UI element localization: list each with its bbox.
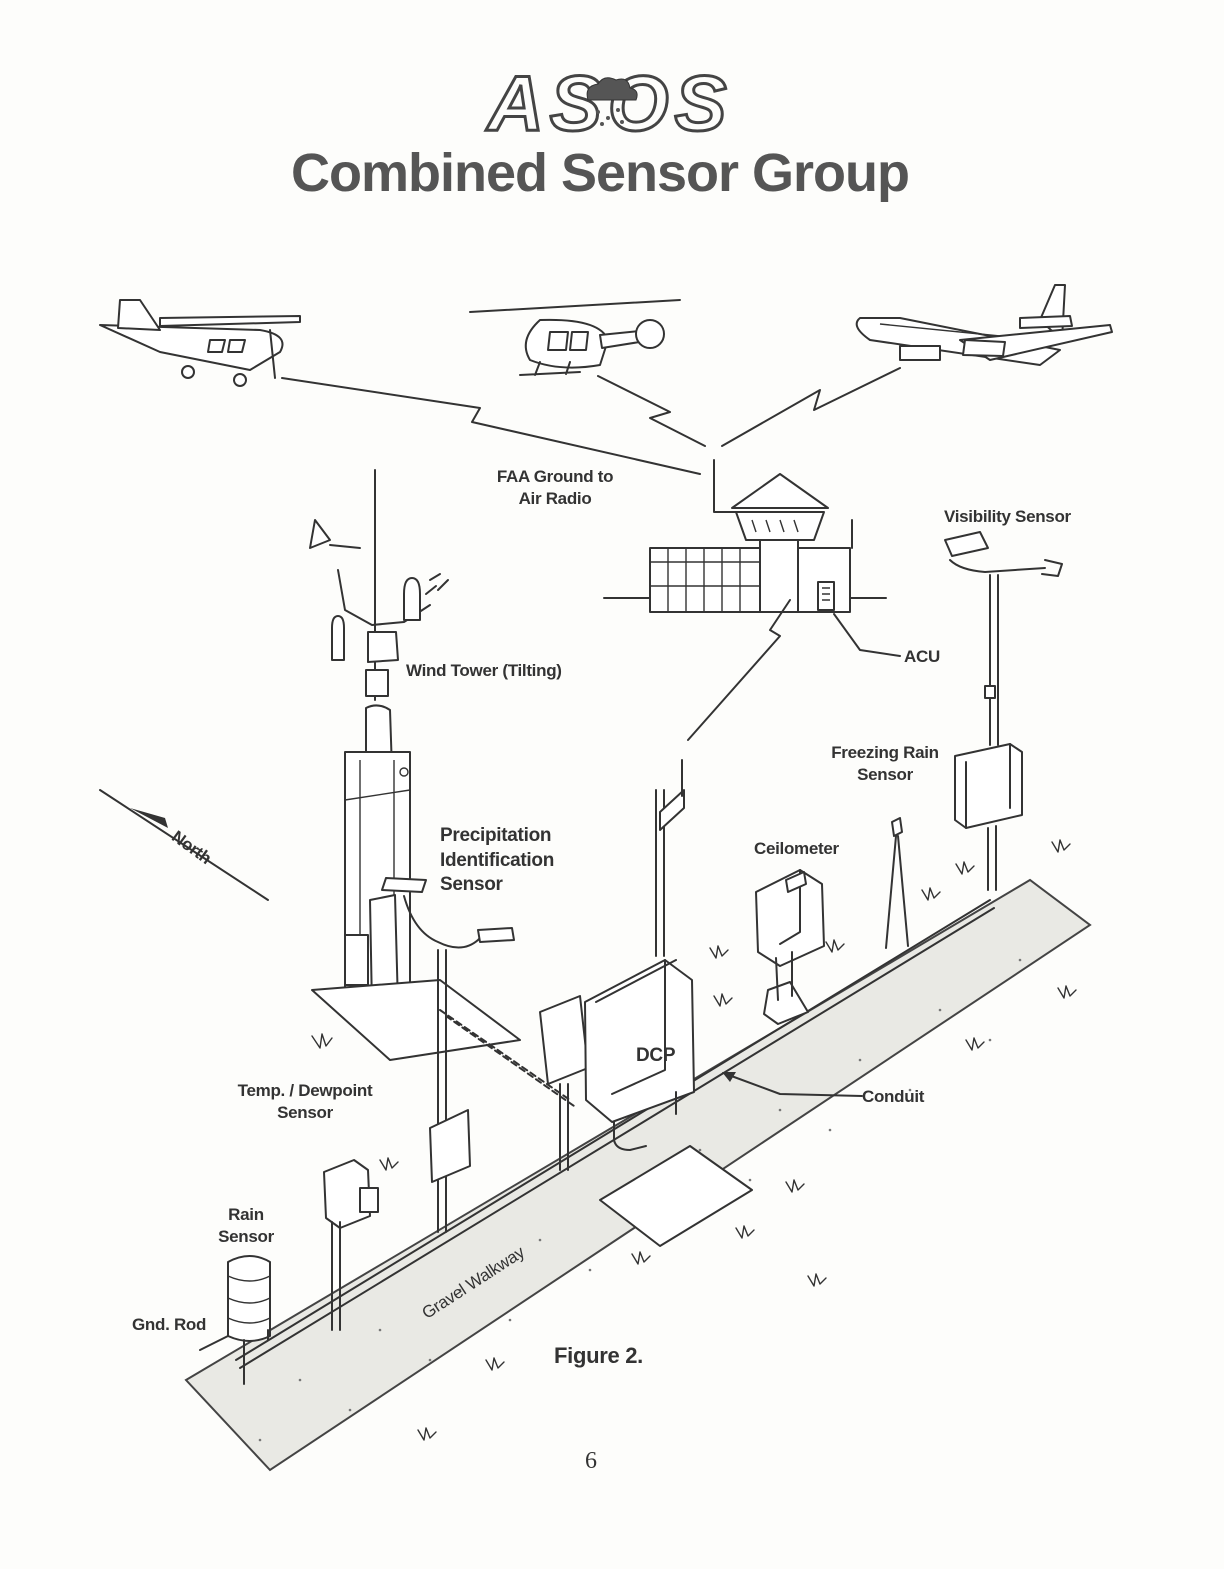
- jet-airliner-icon: [855, 284, 1113, 366]
- precipitation-identification-sensor: [381, 877, 515, 1233]
- rain-sensor: [199, 1255, 271, 1385]
- ceilometer-label: Ceilometer: [754, 839, 839, 858]
- ground-hatch: [599, 1145, 753, 1247]
- small-airplane-icon: [99, 299, 301, 387]
- page-number: 6: [585, 1448, 597, 1474]
- control-tower-building: [603, 473, 901, 741]
- wind-tower-label: Wind Tower (Tilting): [406, 661, 562, 680]
- page-title: Combined Sensor Group: [290, 143, 910, 203]
- temp-dewpoint-sensor: [323, 1159, 379, 1331]
- visibility-sensor: [944, 531, 1063, 891]
- cloud-rain-icon: [586, 77, 638, 126]
- helicopter-icon: [469, 299, 681, 376]
- ground-rod-label: Gnd. Rod: [132, 1315, 207, 1334]
- asos-logo: ASOS: [484, 60, 728, 140]
- freezing-rain-sensor: [885, 817, 909, 949]
- dcp-label: DCP: [636, 1045, 676, 1066]
- acu-label: ACU: [904, 647, 940, 666]
- figure-caption: Figure 2.: [554, 1343, 643, 1368]
- wind-tower-pad: [311, 979, 521, 1061]
- conduit-pointer: [725, 1073, 863, 1097]
- ceilometer: [755, 869, 825, 1025]
- visibility-sensor-label: Visibility Sensor: [944, 507, 1071, 526]
- grass-tuft-icons: [311, 839, 1077, 1441]
- dcp-enclosure: [539, 759, 695, 1171]
- wind-tower: [309, 519, 449, 1009]
- conduit-label: Conduit: [862, 1087, 925, 1106]
- gravel-walkway: [184, 878, 1092, 1472]
- north-arrow-icon: [99, 789, 269, 901]
